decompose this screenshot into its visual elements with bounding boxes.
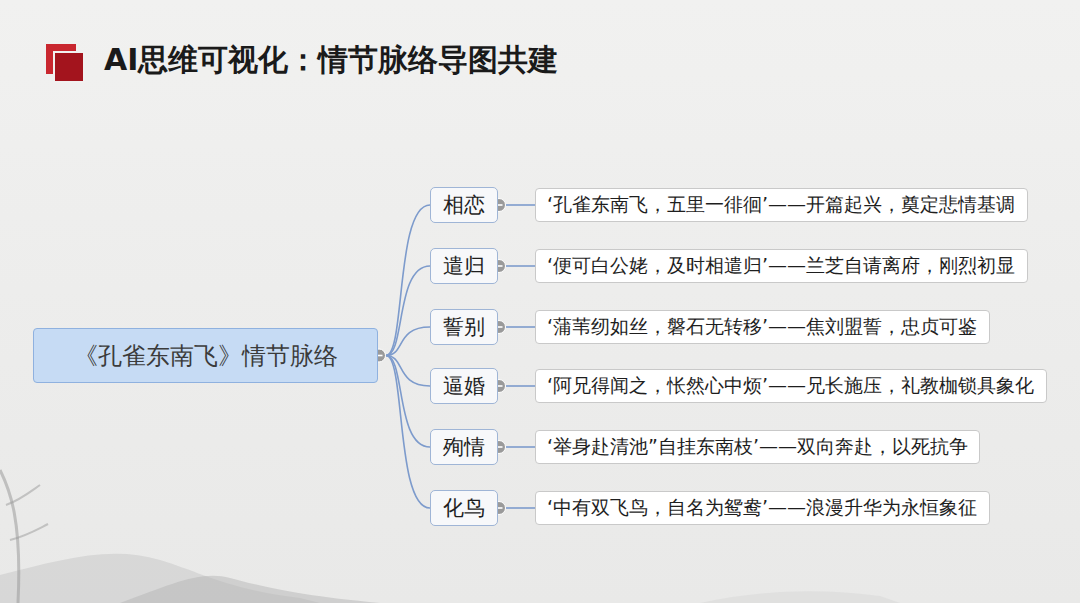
detail-label: ‘孔雀东南飞，五里一徘徊’——开篇起兴，奠定悲情基调 — [547, 192, 1015, 218]
branch-connector — [506, 265, 535, 267]
branch-connector — [386, 205, 430, 356]
ink-branch — [0, 470, 19, 603]
ink-mountain — [120, 576, 380, 603]
branch-connector — [386, 327, 430, 356]
branch-label: 逼婚 — [443, 372, 485, 400]
detail-topic: ‘孔雀东南飞，五里一徘徊’——开篇起兴，奠定悲情基调 — [535, 188, 1028, 222]
branch-label: 殉情 — [443, 433, 485, 461]
branch-topic: 逼婚 — [430, 368, 498, 404]
branch-label: 相恋 — [443, 191, 485, 219]
detail-topic: ‘阿兄得闻之，怅然心中烦’——兄长施压，礼教枷锁具象化 — [535, 369, 1047, 403]
detail-topic: ‘蒲苇纫如丝，磐石无转移’——焦刘盟誓，忠贞可鉴 — [535, 310, 990, 344]
detail-topic: ‘中有双飞鸟，自名为鸳鸯’——浪漫升华为永恒象征 — [535, 491, 990, 525]
detail-label: ‘便可白公姥，及时相遣归’——兰芝自请离府，刚烈初显 — [547, 253, 1015, 279]
ink-twig — [6, 485, 48, 540]
branch-label: 化鸟 — [443, 494, 485, 522]
branch-connector — [386, 266, 430, 356]
branch-topic: 誓别 — [430, 309, 498, 345]
branch-label: 遣归 — [443, 252, 485, 280]
detail-label: ‘举身赴清池”自挂东南枝’——双向奔赴，以死抗争 — [547, 434, 968, 460]
branch-connector — [506, 507, 535, 509]
ink-hill — [700, 591, 900, 603]
detail-label: ‘蒲苇纫如丝，磐石无转移’——焦刘盟誓，忠贞可鉴 — [547, 314, 977, 340]
branch-topic: 殉情 — [430, 429, 498, 465]
branch-connector — [506, 204, 535, 206]
branch-connector — [506, 385, 535, 387]
detail-label: ‘中有双飞鸟，自名为鸳鸯’——浪漫升华为永恒象征 — [547, 495, 977, 521]
detail-topic: ‘举身赴清池”自挂东南枝’——双向奔赴，以死抗争 — [535, 430, 980, 464]
branch-topic: 化鸟 — [430, 490, 498, 526]
branch-connector — [506, 326, 535, 328]
root-topic: 《孔雀东南飞》情节脉络 — [33, 328, 378, 383]
detail-topic: ‘便可白公姥，及时相遣归’——兰芝自请离府，刚烈初显 — [535, 249, 1028, 283]
root-label: 《孔雀东南飞》情节脉络 — [74, 340, 338, 372]
detail-label: ‘阿兄得闻之，怅然心中烦’——兄长施压，礼教枷锁具象化 — [547, 373, 1034, 399]
title-icon-front — [54, 52, 84, 82]
branch-label: 誓别 — [443, 313, 485, 341]
branch-connector — [386, 356, 430, 509]
branch-topic: 相恋 — [430, 187, 498, 223]
branch-connector — [386, 356, 430, 448]
page-title: AI思维可视化：情节脉络导图共建 — [104, 40, 558, 81]
branch-connector — [506, 446, 535, 448]
branch-topic: 遣归 — [430, 248, 498, 284]
